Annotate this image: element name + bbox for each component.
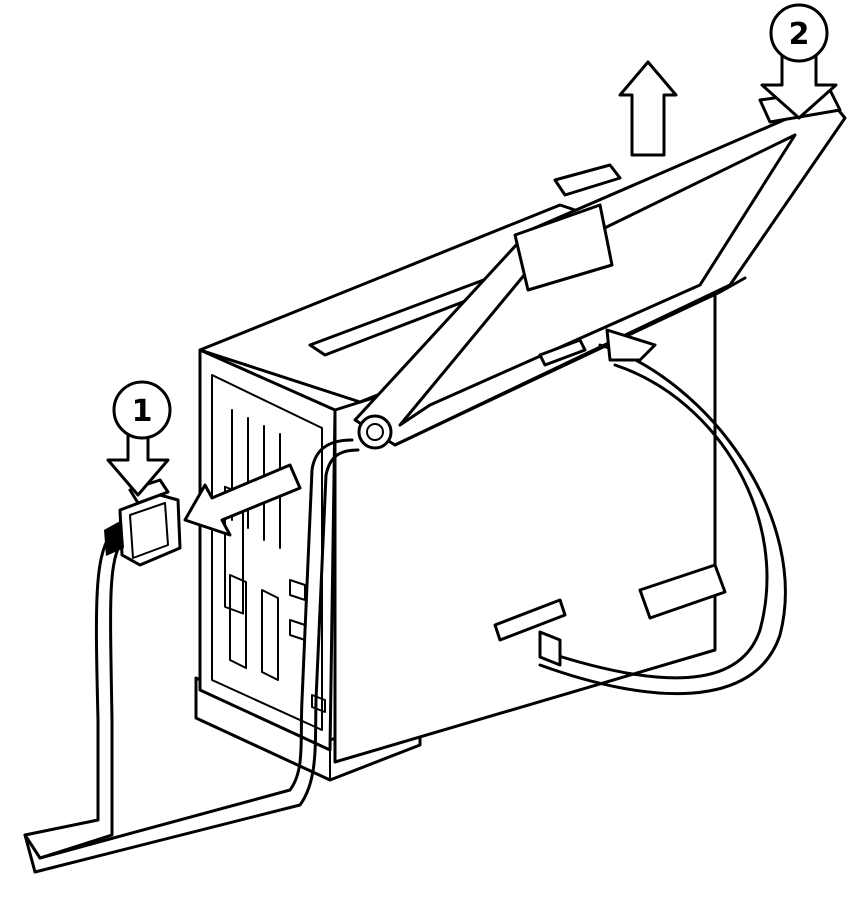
insert-arrow [183, 463, 302, 537]
ribbon-cable [538, 343, 787, 696]
cable-arrow [605, 328, 657, 362]
callout-2: 2 [769, 3, 829, 63]
callout-2-label: 2 [789, 17, 810, 52]
connector-1 [104, 478, 182, 567]
callout-1: 1 [112, 380, 172, 440]
up-arrow [618, 60, 678, 157]
callout-1-label: 1 [132, 394, 153, 429]
signal-cable [23, 438, 360, 874]
display-panel [353, 88, 847, 450]
